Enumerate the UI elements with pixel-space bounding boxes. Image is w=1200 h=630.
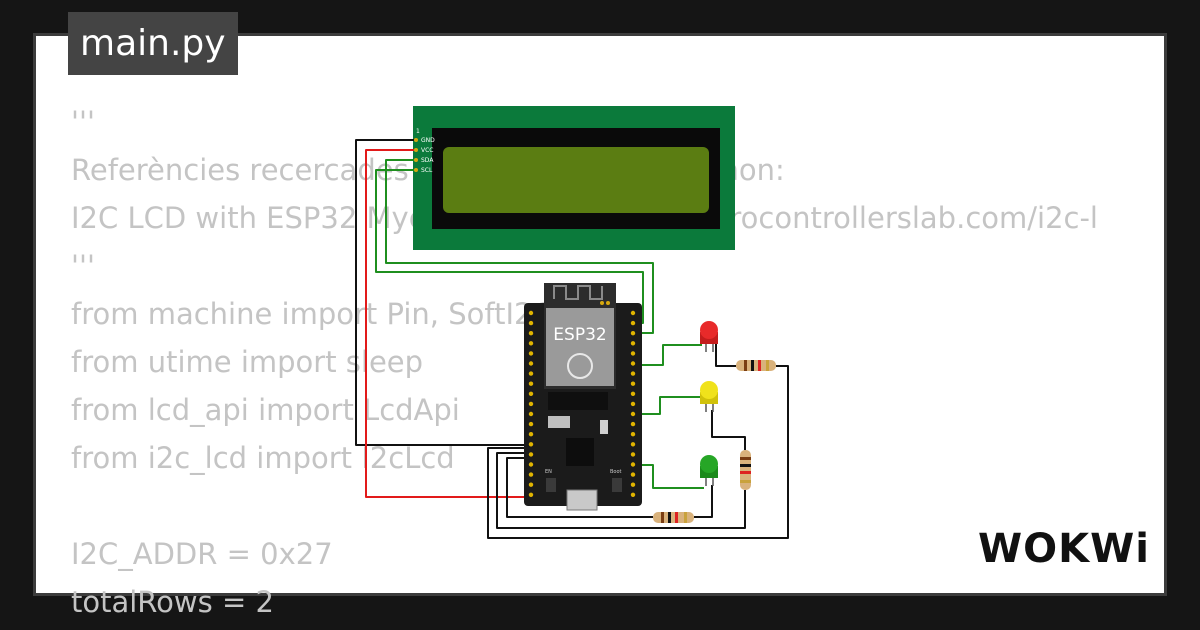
- code-line: ''': [71, 249, 95, 283]
- header-pin[interactable]: [630, 320, 636, 326]
- micro-usb-port[interactable]: [566, 489, 598, 511]
- filename-tab: main.py: [68, 12, 238, 75]
- led-red[interactable]: [700, 321, 718, 352]
- wire-red-led[interactable]: [640, 344, 702, 366]
- wire-gnd[interactable]: [355, 139, 528, 446]
- code-line: from i2c_lcd import I2cLcd: [71, 441, 455, 475]
- code-line: totalRows = 2: [71, 585, 274, 619]
- lcd-pin-scl[interactable]: [414, 168, 418, 172]
- lcd-screen: [443, 147, 709, 213]
- lcd-pin-gnd[interactable]: [414, 138, 418, 142]
- wire-green-resistor-gnd[interactable]: [506, 457, 653, 518]
- header-pin[interactable]: [528, 462, 534, 467]
- wire-yellow-led-resistor[interactable]: [711, 410, 746, 450]
- lcd-pin-vcc[interactable]: [414, 148, 418, 152]
- header-pin[interactable]: [528, 442, 534, 447]
- header-pin[interactable]: [630, 341, 636, 346]
- esp32-label: ESP32: [553, 325, 606, 345]
- boot-label: Boot: [610, 469, 622, 475]
- resistor-yellow-led[interactable]: [740, 450, 751, 490]
- smd-component: [548, 416, 570, 428]
- header-pin[interactable]: [630, 432, 636, 437]
- smd-led: [600, 420, 608, 434]
- lcd-pin-gnd-label: GND: [421, 137, 435, 144]
- lcd-pin-vcc-label: VCC: [421, 147, 433, 154]
- header-pin[interactable]: [630, 351, 636, 356]
- header-pin[interactable]: [630, 331, 636, 336]
- header-pin[interactable]: [630, 462, 636, 467]
- header-pin[interactable]: [528, 391, 534, 396]
- header-pin[interactable]: [630, 391, 636, 396]
- lcd-pin-sda-label: SDA: [421, 157, 434, 164]
- header-pin[interactable]: [630, 472, 636, 477]
- header-pin[interactable]: [630, 492, 636, 497]
- regulator-chip: [548, 392, 608, 410]
- lcd-pin-sda[interactable]: [414, 158, 418, 162]
- en-button[interactable]: [546, 478, 556, 492]
- header-pin[interactable]: [528, 331, 534, 336]
- wire-vcc[interactable]: [365, 149, 528, 498]
- code-line: from lcd_api import LcdApi: [71, 393, 460, 427]
- code-line: I2C_ADDR = 0x27: [71, 537, 333, 571]
- module-dot: [600, 301, 604, 305]
- header-pin[interactable]: [528, 341, 534, 346]
- lcd-pin1-label: 1: [416, 128, 420, 135]
- header-pin[interactable]: [630, 452, 636, 457]
- lcd-pin-scl-label: SCL: [421, 167, 433, 174]
- header-pin[interactable]: [528, 381, 534, 386]
- wire-sda[interactable]: [385, 159, 654, 334]
- header-pin[interactable]: [528, 401, 534, 407]
- wire-yellow-resistor-gnd[interactable]: [496, 452, 746, 529]
- module-dot: [606, 301, 610, 305]
- wire-green-led[interactable]: [640, 464, 704, 489]
- esp32-board[interactable]: ESP32 EN Boot: [524, 283, 642, 511]
- antenna-trace: [553, 285, 603, 300]
- wokwi-logo: WOKWi: [978, 526, 1150, 572]
- header-pin[interactable]: [528, 432, 534, 437]
- wire-green-led-resistor[interactable]: [694, 485, 713, 518]
- header-pin[interactable]: [528, 310, 534, 316]
- led-green[interactable]: [700, 455, 718, 486]
- header-pin[interactable]: [528, 371, 534, 376]
- header-pin[interactable]: [630, 361, 636, 366]
- header-pin[interactable]: [528, 421, 534, 427]
- header-pin[interactable]: [528, 472, 534, 477]
- resistor-red-led[interactable]: [736, 360, 776, 371]
- code-line: from utime import sleep: [71, 345, 424, 379]
- en-label: EN: [545, 469, 552, 475]
- boot-button[interactable]: [612, 478, 622, 492]
- wire-yellow-led[interactable]: [640, 396, 702, 415]
- header-pin[interactable]: [630, 482, 636, 487]
- header-pin[interactable]: [630, 371, 636, 376]
- header-pin[interactable]: [528, 411, 534, 417]
- lcd-module[interactable]: 1 GND VCC SDA SCL: [413, 106, 735, 250]
- led-yellow[interactable]: [700, 381, 718, 412]
- usb-uart-chip: [566, 438, 594, 466]
- header-pin[interactable]: [528, 320, 534, 326]
- header-pin[interactable]: [528, 361, 534, 366]
- header-pin[interactable]: [630, 442, 636, 447]
- header-pin[interactable]: [528, 351, 534, 356]
- resistor-green-led[interactable]: [653, 512, 694, 523]
- wire-red-resistor-gnd[interactable]: [487, 365, 789, 539]
- header-pin[interactable]: [528, 492, 534, 497]
- esp32-shield: [546, 308, 614, 386]
- wire-red-led-resistor[interactable]: [715, 343, 736, 367]
- header-pin[interactable]: [630, 401, 636, 407]
- header-pin[interactable]: [630, 421, 636, 427]
- wire-scl[interactable]: [375, 169, 644, 324]
- header-pin[interactable]: [528, 452, 534, 457]
- header-pin[interactable]: [630, 381, 636, 386]
- espressif-logo-icon: [567, 353, 593, 379]
- header-pin[interactable]: [630, 411, 636, 417]
- header-pin[interactable]: [528, 482, 534, 487]
- header-pin[interactable]: [630, 310, 636, 316]
- code-line: ''': [71, 105, 95, 139]
